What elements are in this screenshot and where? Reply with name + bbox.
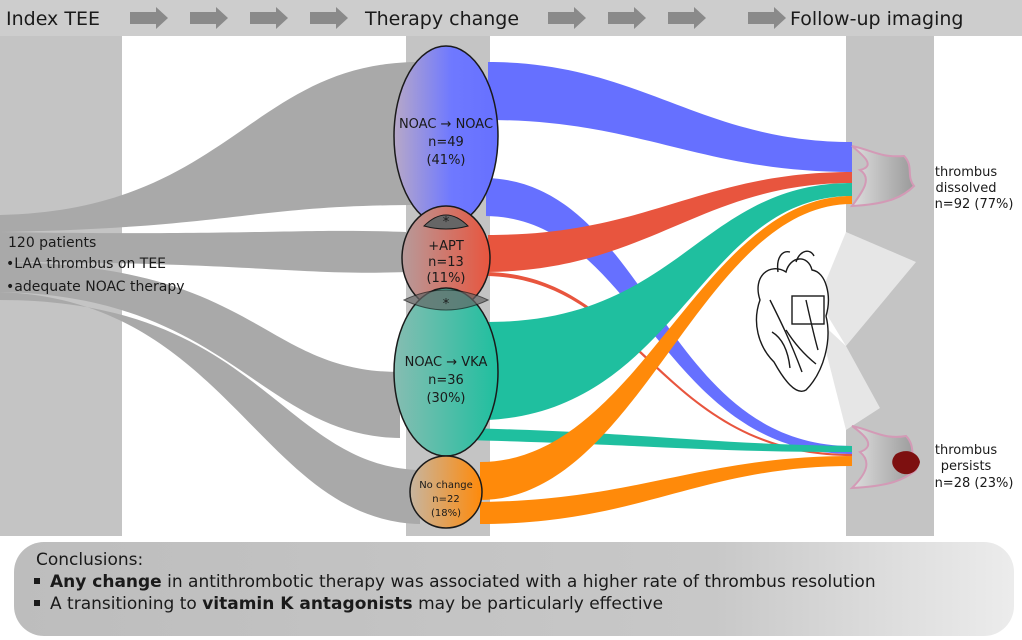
arrow-icon <box>250 7 288 29</box>
flow-nc-persists <box>480 456 852 524</box>
zoom-cone <box>818 320 880 430</box>
header-band <box>0 0 1022 36</box>
group-no-change <box>409 455 483 529</box>
thrombus-icon <box>892 451 920 475</box>
flow-vka-persists <box>462 428 852 452</box>
flow-apt-dissolved <box>488 172 852 272</box>
arrow-icon <box>190 7 228 29</box>
flow-noac-dissolved <box>488 62 852 172</box>
inflow-apt <box>0 230 406 273</box>
heart-icon <box>755 250 830 392</box>
apt-n: n=13 <box>428 255 464 270</box>
conclusion-1: Any change in antithrombotic therapy was… <box>30 572 876 592</box>
conclusion-2-text: may be particularly effective <box>412 594 664 614</box>
zoom-cone <box>818 232 916 346</box>
no-change-label: No change <box>419 480 473 491</box>
cohort-criterion-1: •LAA thrombus on TEE <box>6 256 166 272</box>
conclusion-2-bold: vitamin K antagonists <box>202 594 413 614</box>
overlap-marker: * <box>443 215 450 230</box>
group-noac-vka <box>393 287 499 457</box>
conclusions-panel <box>14 542 1014 636</box>
header-follow-up: Follow-up imaging <box>790 8 963 30</box>
apt-pct: (11%) <box>426 271 465 286</box>
conclusions-title: Conclusions: <box>36 550 144 570</box>
flow-vka-dissolved <box>488 183 852 420</box>
arrow-icon <box>548 7 586 29</box>
header-arrows <box>130 7 786 29</box>
noac-noac-label: NOAC → NOAC <box>399 117 493 132</box>
dissolved-line2: dissolved <box>936 181 997 196</box>
conclusion-1-text: in antithrombotic therapy was associated… <box>161 572 876 592</box>
cohort-count: 120 patients <box>8 235 96 251</box>
persists-line2: persists <box>941 459 992 474</box>
dissolved-line1: thrombus <box>935 165 998 180</box>
dissolved-n: n=92 (77%) <box>935 197 1014 212</box>
no-change-n: n=22 <box>432 494 459 505</box>
conclusion-2: A transitioning to vitamin K antagonists… <box>30 594 663 614</box>
inflow-no-change <box>0 292 420 524</box>
overlap-lens <box>402 289 490 311</box>
noac-vka-n: n=36 <box>428 373 464 388</box>
noac-vka-label: NOAC → VKA <box>405 355 488 370</box>
bullet-icon <box>34 578 40 584</box>
outflows <box>462 62 852 524</box>
inflow-noac-noac <box>0 62 420 232</box>
arrow-icon <box>130 7 168 29</box>
header-therapy-change: Therapy change <box>364 8 519 30</box>
laa-dissolved-icon <box>849 145 916 208</box>
arrow-icon <box>310 7 348 29</box>
persists-n: n=28 (23%) <box>935 476 1014 491</box>
overlap-marker: * <box>443 297 450 312</box>
inflows <box>0 62 420 524</box>
header-index-tee: Index TEE <box>6 8 100 30</box>
cohort-criterion-2: •adequate NOAC therapy <box>6 279 185 295</box>
arrow-icon <box>748 7 786 29</box>
conclusion-1-bold: Any change <box>50 572 162 592</box>
apt-label: +APT <box>428 239 464 254</box>
noac-vka-pct: (30%) <box>426 391 465 406</box>
noac-noac-n: n=49 <box>428 135 464 150</box>
bullet-icon <box>34 600 40 606</box>
no-change-pct: (18%) <box>431 508 461 519</box>
persists-line1: thrombus <box>935 443 998 458</box>
arrow-icon <box>668 7 706 29</box>
noac-noac-pct: (41%) <box>426 153 465 168</box>
arrow-icon <box>608 7 646 29</box>
inflow-noac-vka <box>0 262 400 438</box>
conclusion-2-pre: A transitioning to <box>50 594 203 614</box>
overlap-lens <box>423 214 469 230</box>
flow-nc-dissolved <box>480 196 852 500</box>
